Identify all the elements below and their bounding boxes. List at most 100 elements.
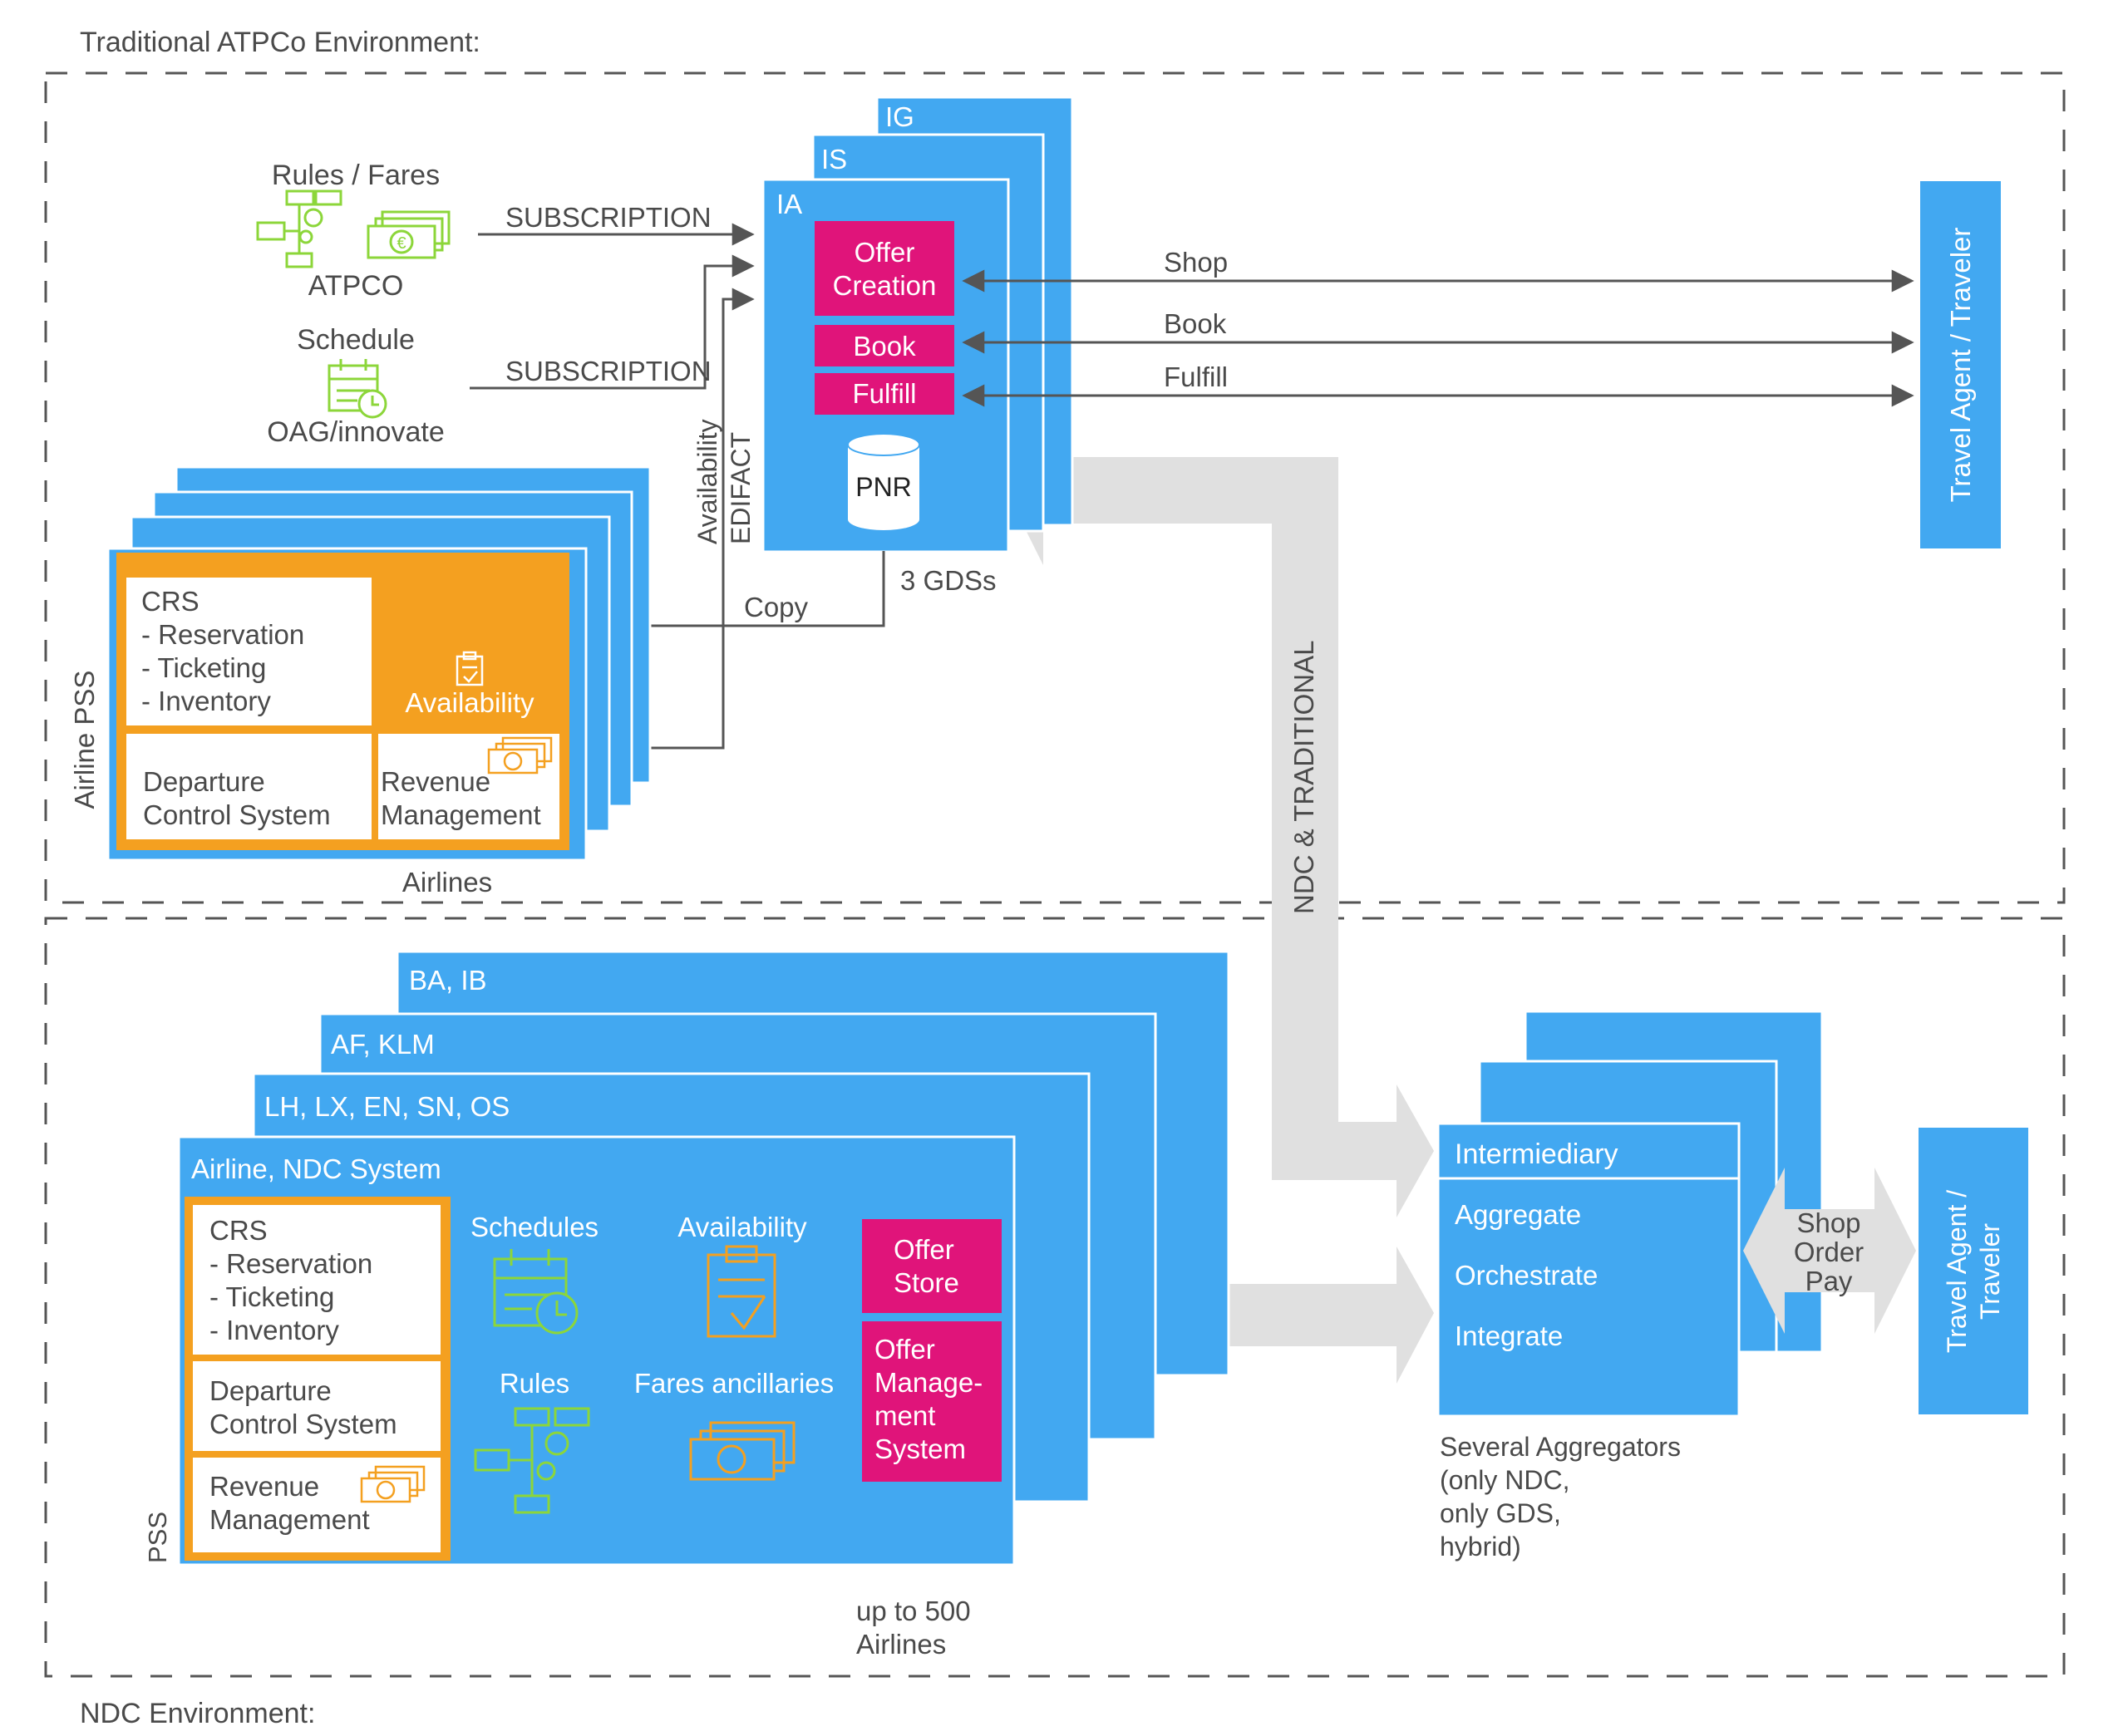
- aggregators-caption-line4: hybrid): [1440, 1532, 1521, 1561]
- schedules-label: Schedules: [470, 1212, 598, 1242]
- book-box-label: Book: [853, 331, 916, 361]
- offer-creation-line1: Offer: [855, 237, 915, 268]
- intermediary-card: [1436, 1122, 1741, 1418]
- aggregators-caption-line1: Several Aggregators: [1440, 1432, 1681, 1462]
- shop-label: Shop: [1796, 1207, 1860, 1238]
- ndc-environment-frame: [44, 917, 2066, 1678]
- pnr-label: PNR: [855, 472, 912, 502]
- ndc-availability-clipboard-icon: [707, 1245, 776, 1338]
- clipboard-icon: [456, 651, 484, 686]
- airline-pss-stack: CRS - Reservation - Ticketing - Inventor…: [69, 465, 652, 898]
- traveler-top-box: [1920, 181, 2001, 548]
- offer-management-box: [862, 1321, 1002, 1482]
- ndc-pss-side-label: PSS: [143, 1512, 172, 1563]
- ndc-crs-box: [193, 1205, 441, 1355]
- fares-ancillaries-label: Fares ancillaries: [634, 1368, 834, 1399]
- svg-text:€: €: [397, 234, 406, 253]
- oag-label: OAG/innovate: [267, 416, 445, 448]
- gds-traveler-flows: [962, 269, 1914, 407]
- ndc-crs-line4: - Inventory: [209, 1315, 339, 1345]
- airline-revenue-line1: Revenue: [381, 766, 490, 797]
- atpco-sources: Rules / Fares € ATPCO Schedule: [256, 160, 451, 448]
- airline-pss-side-label: Airline PSS: [69, 671, 100, 809]
- offer-store-line1: Offer: [894, 1234, 954, 1265]
- pnr-database-icon: [847, 433, 920, 530]
- ndc-dcs-line2: Control System: [209, 1409, 397, 1439]
- airline-crs-line1: CRS: [141, 586, 200, 617]
- ndc-system-label: Airline, NDC System: [191, 1153, 441, 1184]
- airline-availability-label: Availability: [405, 687, 534, 718]
- ba-ib-label: BA, IB: [409, 965, 487, 996]
- ndc-crs-line3: - Ticketing: [209, 1281, 334, 1312]
- traveler-top-label: Travel Agent / Traveler: [1945, 228, 1976, 503]
- offer-store-box: [862, 1219, 1002, 1313]
- gds-stack: IG IS IA Offer Creation Book Fulfill PNR…: [761, 96, 1074, 596]
- subscription-oag-label: SUBSCRIPTION: [505, 356, 712, 386]
- schedule-icon: [328, 359, 387, 419]
- book-flow-label: Book: [1164, 308, 1227, 339]
- traditional-environment-label: Traditional ATPCo Environment:: [80, 27, 480, 58]
- ndc-dcs-box: [193, 1361, 441, 1451]
- shop-flow-label: Shop: [1164, 247, 1228, 278]
- ndc-rules-icon: [474, 1407, 590, 1514]
- ndc-revenue-money-icon: [360, 1465, 426, 1503]
- traditional-environment-frame: [44, 71, 2066, 904]
- lh-group-label: LH, LX, EN, SN, OS: [264, 1091, 510, 1122]
- intermediary-title: Intermiediary: [1455, 1138, 1618, 1170]
- ndc-airlines-caption-line1: up to 500: [856, 1596, 971, 1626]
- gds-ia-label: IA: [776, 189, 802, 219]
- ndc-revenue-line1: Revenue: [209, 1471, 319, 1502]
- rules-icon: [256, 189, 342, 268]
- traveler-bottom-box: [1919, 1128, 2028, 1414]
- aggregate-label: Aggregate: [1455, 1199, 1581, 1230]
- offer-management-line1: Offer: [874, 1334, 935, 1365]
- rules-fares-label: Rules / Fares: [272, 160, 440, 191]
- offer-management-line4: System: [874, 1434, 966, 1464]
- airlines-caption: Airlines: [402, 867, 492, 898]
- airline-crs-line2: - Reservation: [141, 619, 304, 650]
- fulfill-box: [815, 373, 954, 415]
- aggregators-caption-line2: (only NDC,: [1440, 1465, 1569, 1495]
- airline-crs-line4: - Inventory: [141, 686, 271, 716]
- integrate-label: Integrate: [1455, 1320, 1563, 1351]
- ndc-traditional-arrow: NDC & TRADITIONAL: [1010, 416, 1434, 1217]
- ndc-rules-label: Rules: [500, 1368, 569, 1399]
- fares-money-icon: [689, 1421, 796, 1481]
- availability-edifact-arrow: [588, 288, 755, 750]
- airline-dcs-box: [126, 734, 372, 839]
- ndc-environment-label: NDC Environment:: [80, 1698, 315, 1729]
- ndc-dcs-line1: Departure: [209, 1375, 332, 1406]
- pay-label: Pay: [1805, 1266, 1853, 1296]
- revenue-money-icon: [487, 736, 553, 775]
- fulfill-flow-label: Fulfill: [1164, 361, 1228, 392]
- shop-order-pay-arrow: [1743, 1168, 1916, 1334]
- money-icon: €: [367, 210, 451, 259]
- book-box: [815, 325, 954, 366]
- offer-management-line3: ment: [874, 1400, 935, 1431]
- airline-dcs-line1: Departure: [143, 766, 265, 797]
- fulfill-box-label: Fulfill: [852, 378, 916, 409]
- order-label: Order: [1794, 1237, 1864, 1267]
- traveler-bottom-line2: Traveler: [1975, 1223, 2005, 1320]
- gds-ig-label: IG: [885, 101, 914, 132]
- offer-store-line2: Store: [894, 1267, 959, 1298]
- orchestrate-label: Orchestrate: [1455, 1260, 1598, 1291]
- airline-revenue-line2: Management: [381, 799, 541, 830]
- schedules-icon: [493, 1249, 579, 1335]
- ndc-traditional-label: NDC & TRADITIONAL: [1288, 641, 1319, 914]
- gds-caption: 3 GDSs: [900, 565, 997, 596]
- airline-dcs-line2: Control System: [143, 799, 331, 830]
- ndc-airline-stack: BA, IB AF, KLM LH, LX, EN, SN, OS Airlin…: [143, 950, 1230, 1660]
- airline-crs-line3: - Ticketing: [141, 652, 266, 683]
- aggregators-caption-line3: only GDS,: [1440, 1498, 1561, 1528]
- airline-crs-box: [126, 578, 372, 725]
- availability-flow-label: Availability: [692, 419, 722, 544]
- aggregator-stack: Intermiediary Aggregate Orchestrate Inte…: [1436, 1010, 1824, 1561]
- offer-creation-line2: Creation: [833, 270, 937, 301]
- subscription-atpco-label: SUBSCRIPTION: [505, 202, 712, 233]
- af-klm-label: AF, KLM: [331, 1029, 435, 1060]
- ndc-crs-line2: - Reservation: [209, 1248, 372, 1279]
- ndc-crs-line1: CRS: [209, 1215, 268, 1246]
- ndc-revenue-line2: Management: [209, 1504, 370, 1535]
